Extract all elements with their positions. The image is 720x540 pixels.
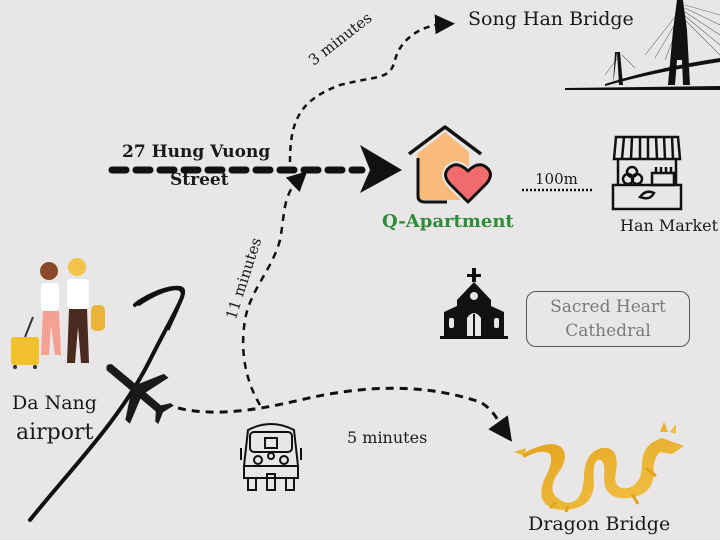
- song-han-bridge-label: Song Han Bridge: [468, 8, 634, 30]
- bridge-icon: [565, 0, 720, 90]
- tuk-tuk-icon: [240, 423, 302, 491]
- cathedral-label-box: Sacred Heart Cathedral: [526, 291, 690, 347]
- street-label-line2: Street: [170, 170, 229, 190]
- apartment-label: Q-Apartment: [382, 211, 514, 232]
- han-market-label: Han Market: [620, 216, 719, 235]
- apartment-house-icon: [407, 125, 494, 206]
- market-stall-icon: [611, 135, 683, 211]
- dragon-icon: [514, 422, 684, 513]
- route-to-song-han: [288, 14, 455, 163]
- church-icon: [440, 268, 508, 339]
- big-arrowhead-icon: [360, 145, 402, 193]
- route-to-dragon: [177, 386, 512, 442]
- dragon-bridge-label: Dragon Bridge: [528, 513, 671, 535]
- cathedral-label-line1: Sacred Heart: [550, 297, 666, 317]
- han-market-distance: 100m: [535, 170, 578, 188]
- route-time-dragon: 5 minutes: [347, 428, 428, 447]
- street-label-line1: 27 Hung Vuong: [122, 142, 271, 162]
- origin-label-line1: Da Nang: [12, 392, 97, 414]
- cathedral-label-line2: Cathedral: [565, 321, 651, 341]
- travelers-illustration: [11, 258, 105, 369]
- route-airport-to-street: [241, 171, 308, 406]
- origin-label-line2: airport: [16, 420, 94, 445]
- airplane-icon: [106, 364, 174, 425]
- flight-orbit-line-upper: [137, 287, 184, 331]
